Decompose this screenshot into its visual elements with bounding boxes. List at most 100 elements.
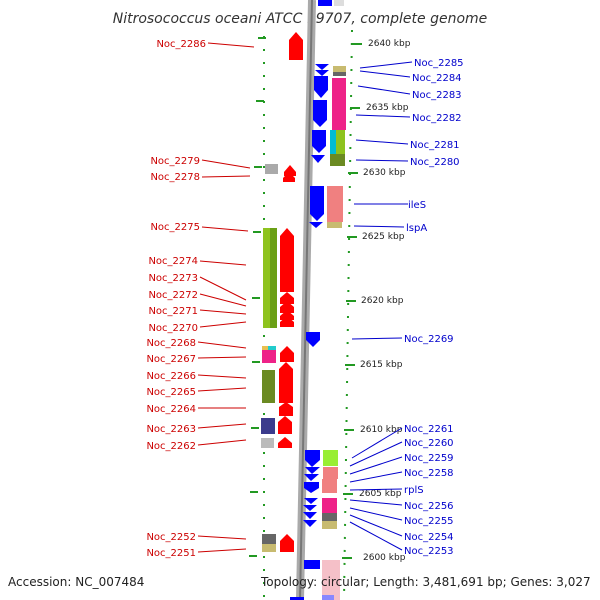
gene-arrow: [304, 482, 319, 493]
homology-block: [327, 222, 342, 228]
scale-label: 2620 kbp: [361, 296, 404, 306]
gene-label[interactable]: Noc_2281: [410, 140, 460, 151]
right-leader-lines: [349, 61, 413, 551]
homology-block: [265, 164, 278, 174]
right-ruler-major-ticks: [342, 43, 362, 559]
scale-label: 2600 kbp: [363, 553, 406, 563]
gene-label[interactable]: Noc_2280: [410, 157, 460, 168]
gene-arrow: [306, 332, 320, 347]
homology-block: [333, 66, 346, 72]
homology-block: [261, 418, 275, 434]
gene-arrow: [304, 474, 319, 481]
gene-label[interactable]: Noc_2279: [150, 156, 200, 167]
genome-backbone-edge: [299, 0, 313, 600]
reverse-strand-genes: [278, 32, 303, 552]
gene-arrow: [304, 498, 318, 504]
gene-label[interactable]: ileS: [408, 200, 426, 211]
gene-label[interactable]: Noc_2282: [412, 113, 462, 124]
gene-label[interactable]: Noc_2262: [146, 441, 196, 452]
gene-label[interactable]: Noc_2286: [156, 39, 206, 50]
homology-block: [330, 130, 336, 154]
gene-label[interactable]: Noc_2258: [404, 468, 454, 479]
accession-text: Accession: NC_007484: [8, 575, 144, 589]
topology-text: Topology: circular; Length: 3,481,691 bp…: [260, 575, 591, 589]
gene-label[interactable]: Noc_2278: [150, 172, 200, 183]
gene-arrow: [283, 172, 295, 182]
homology-block: [270, 228, 277, 328]
gene-arrow: [312, 130, 326, 153]
gene-arrow: [303, 520, 317, 527]
gene-label[interactable]: Noc_2253: [404, 546, 454, 557]
homology-block: [334, 0, 344, 6]
gene-label[interactable]: Noc_2259: [404, 453, 454, 464]
gene-arrow: [309, 222, 323, 228]
gene-label[interactable]: Noc_2270: [148, 323, 198, 334]
gene-label[interactable]: Noc_2267: [146, 354, 196, 365]
scale-label: 2615 kbp: [360, 360, 403, 370]
homology-block: [332, 78, 346, 130]
scale-label: 2635 kbp: [366, 103, 409, 113]
gene-arrow: [280, 316, 294, 327]
homology-block: [261, 438, 274, 448]
right-gene-labels: Noc_2285 Noc_2284 Noc_2283 Noc_2282 Noc_…: [404, 58, 464, 557]
left-ruler-major-ticks: [249, 37, 266, 557]
gene-label[interactable]: lspA: [406, 223, 427, 234]
homology-block: [262, 534, 276, 544]
right-homology-blocks: [322, 0, 346, 600]
gene-arrow: [280, 346, 294, 362]
homology-block: [322, 595, 334, 600]
gene-arrow: [278, 437, 292, 448]
gene-label[interactable]: Noc_2275: [150, 222, 200, 233]
gene-label[interactable]: Noc_2256: [404, 501, 454, 512]
gene-label[interactable]: Noc_2266: [146, 371, 196, 382]
gene-arrow: [315, 64, 329, 70]
gene-label[interactable]: Noc_2261: [404, 424, 454, 435]
gene-arrow: [279, 402, 293, 416]
gene-label[interactable]: Noc_2271: [148, 306, 198, 317]
gene-arrow: [289, 32, 303, 60]
gene-arrow: [280, 534, 294, 552]
gene-arrow: [303, 512, 317, 519]
gene-arrow: [280, 292, 294, 304]
gene-arrow: [304, 560, 320, 569]
gene-arrow: [280, 301, 294, 313]
gene-label[interactable]: Noc_2285: [414, 58, 464, 69]
gene-label[interactable]: Noc_2264: [146, 404, 196, 415]
gene-label[interactable]: Noc_2255: [404, 516, 454, 527]
left-gene-labels: Noc_2286 Noc_2279 Noc_2278 Noc_2275 Noc_…: [146, 39, 206, 559]
gene-label[interactable]: Noc_2273: [148, 273, 198, 284]
gene-label[interactable]: Noc_2274: [148, 256, 198, 267]
gene-arrow: [318, 0, 332, 6]
gene-arrow: [279, 362, 293, 403]
scale-label: 2625 kbp: [362, 232, 405, 242]
gene-label[interactable]: rplS: [404, 485, 424, 496]
gene-arrow: [305, 467, 320, 474]
homology-block: [322, 560, 340, 600]
gene-label[interactable]: Noc_2283: [412, 90, 462, 101]
gene-label[interactable]: Noc_2269: [404, 334, 454, 345]
gene-label[interactable]: Noc_2265: [146, 387, 196, 398]
map-title: Nitrosococcus oceani ATCC 19707, complet…: [113, 11, 488, 27]
gene-label[interactable]: Noc_2251: [146, 548, 196, 559]
gene-arrow: [284, 165, 296, 176]
homology-block: [322, 521, 337, 529]
homology-block: [262, 350, 276, 363]
homology-block: [327, 186, 343, 222]
gene-label[interactable]: Noc_2263: [146, 424, 196, 435]
scale-label: 2640 kbp: [368, 39, 411, 49]
gene-label[interactable]: Noc_2268: [146, 338, 196, 349]
homology-block: [323, 450, 338, 466]
homology-block: [322, 513, 337, 521]
gene-label[interactable]: Noc_2284: [412, 73, 462, 84]
scale-label: 2605 kbp: [359, 489, 402, 499]
forward-strand-genes: [290, 0, 332, 600]
gene-arrow: [314, 76, 328, 98]
homology-block: [336, 130, 345, 154]
gene-label[interactable]: Noc_2254: [404, 532, 454, 543]
left-homology-blocks: [261, 164, 278, 552]
gene-arrow: [290, 597, 304, 600]
gene-label[interactable]: Noc_2260: [404, 438, 454, 449]
gene-label[interactable]: Noc_2252: [146, 532, 196, 543]
gene-label[interactable]: Noc_2272: [148, 290, 198, 301]
